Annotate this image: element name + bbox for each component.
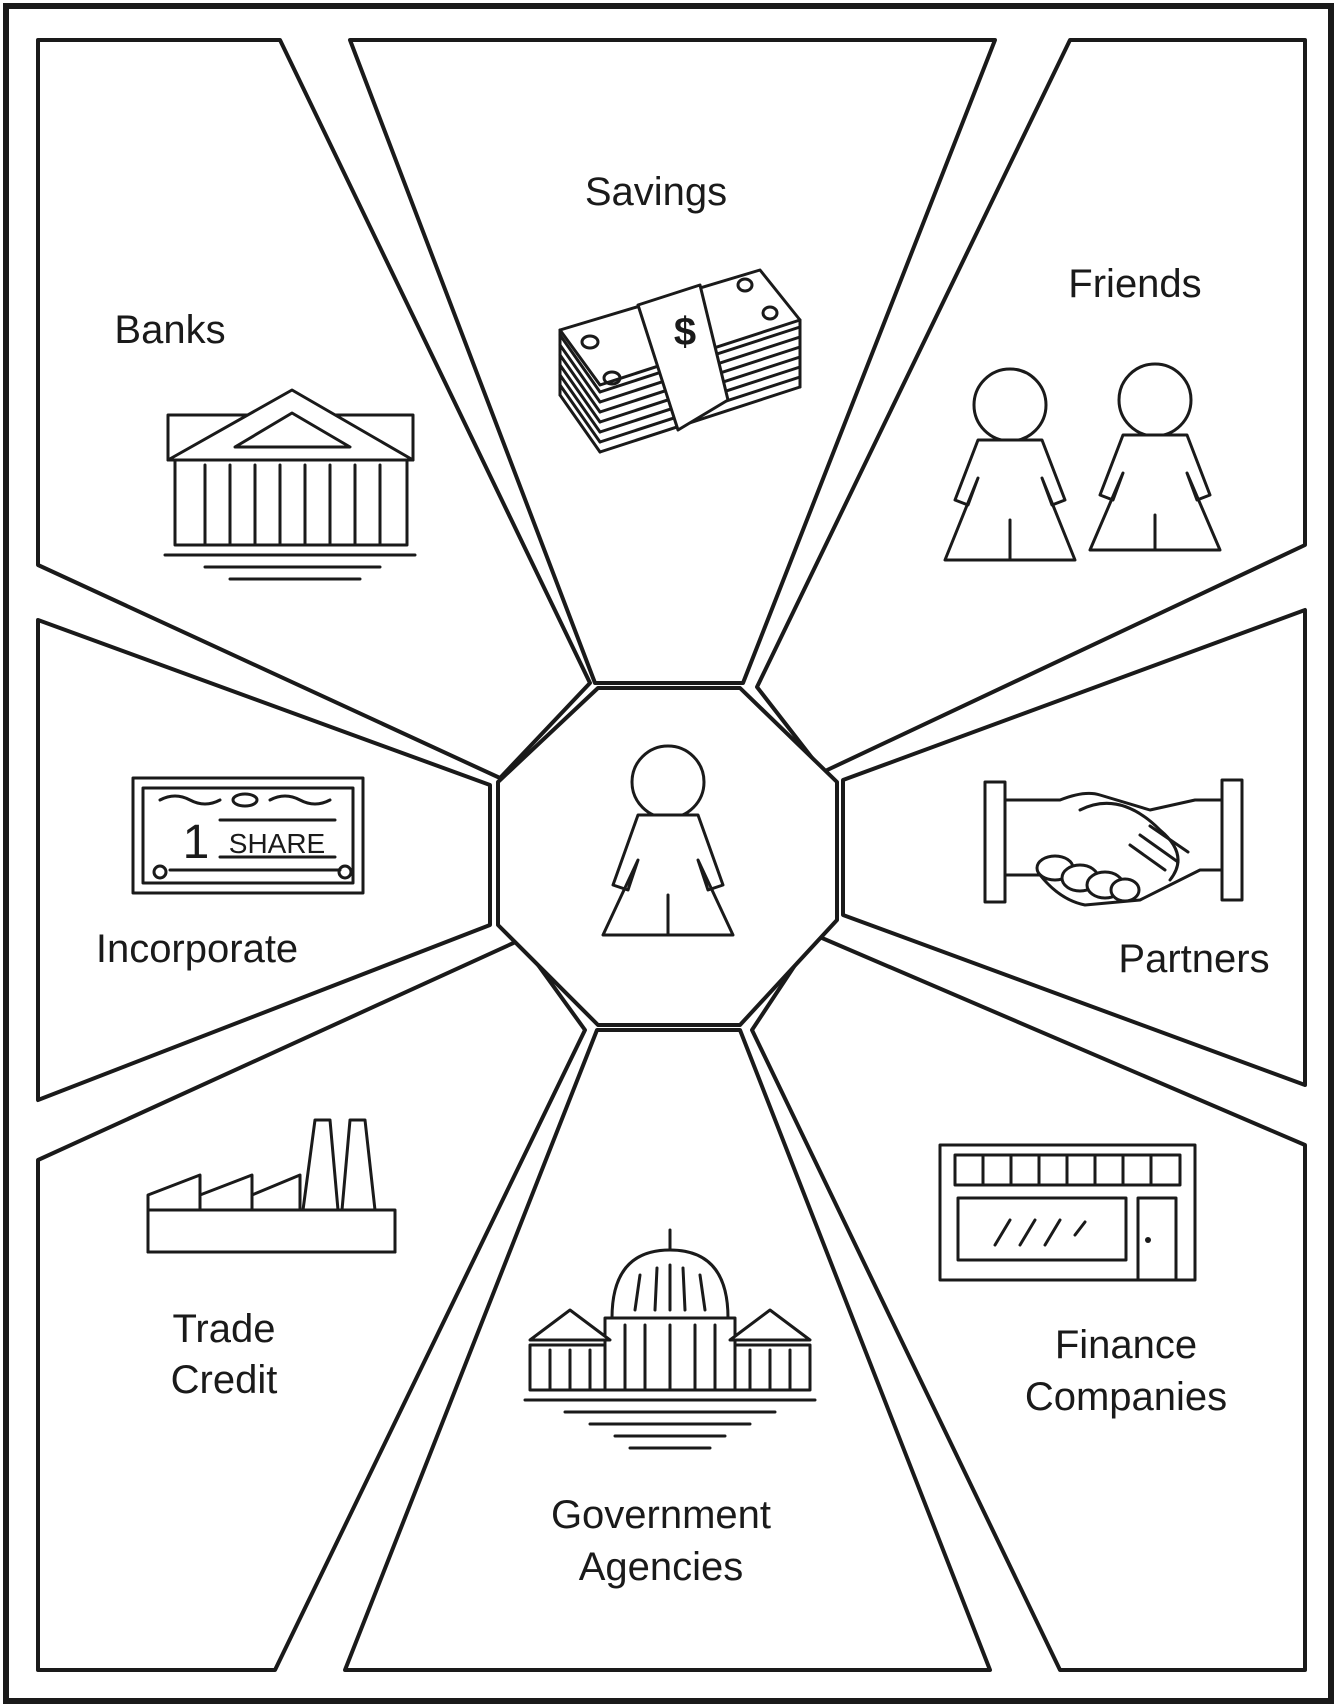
panel-partners — [841, 608, 1307, 1087]
two-people-icon — [943, 362, 1222, 562]
capitol-icon — [523, 1228, 817, 1450]
label-friends: Friends — [1068, 262, 1201, 306]
storefront-icon — [938, 1143, 1197, 1282]
panel-finance-companies — [750, 933, 1307, 1672]
label-finance-line-2: Companies — [1025, 1375, 1227, 1419]
bank-building-icon — [163, 388, 417, 581]
label-partners: Partners — [1118, 937, 1269, 981]
center-person-icon — [601, 744, 735, 937]
outer-frame — [3, 3, 1334, 1704]
label-government-line-2: Agencies — [579, 1545, 744, 1589]
label-finance-line-1: Finance — [1055, 1323, 1197, 1367]
label-incorporate: Incorporate — [96, 927, 298, 971]
label-banks: Banks — [114, 308, 225, 352]
label-trade-credit-line-1: Trade — [172, 1307, 275, 1351]
share-certificate-icon: 1 SHARE — [131, 776, 365, 895]
share-number: 1 — [183, 816, 210, 869]
label-trade-credit-line-2: Credit — [171, 1358, 278, 1402]
dollar-sign: $ — [674, 310, 696, 354]
panel-trade-credit — [36, 938, 587, 1672]
factory-icon — [146, 1118, 397, 1254]
share-word: SHARE — [229, 828, 325, 859]
handshake-icon — [983, 778, 1244, 907]
label-savings: Savings — [585, 170, 727, 214]
label-government-line-1: Government — [551, 1493, 771, 1537]
money-stack-icon: $ — [558, 268, 802, 454]
